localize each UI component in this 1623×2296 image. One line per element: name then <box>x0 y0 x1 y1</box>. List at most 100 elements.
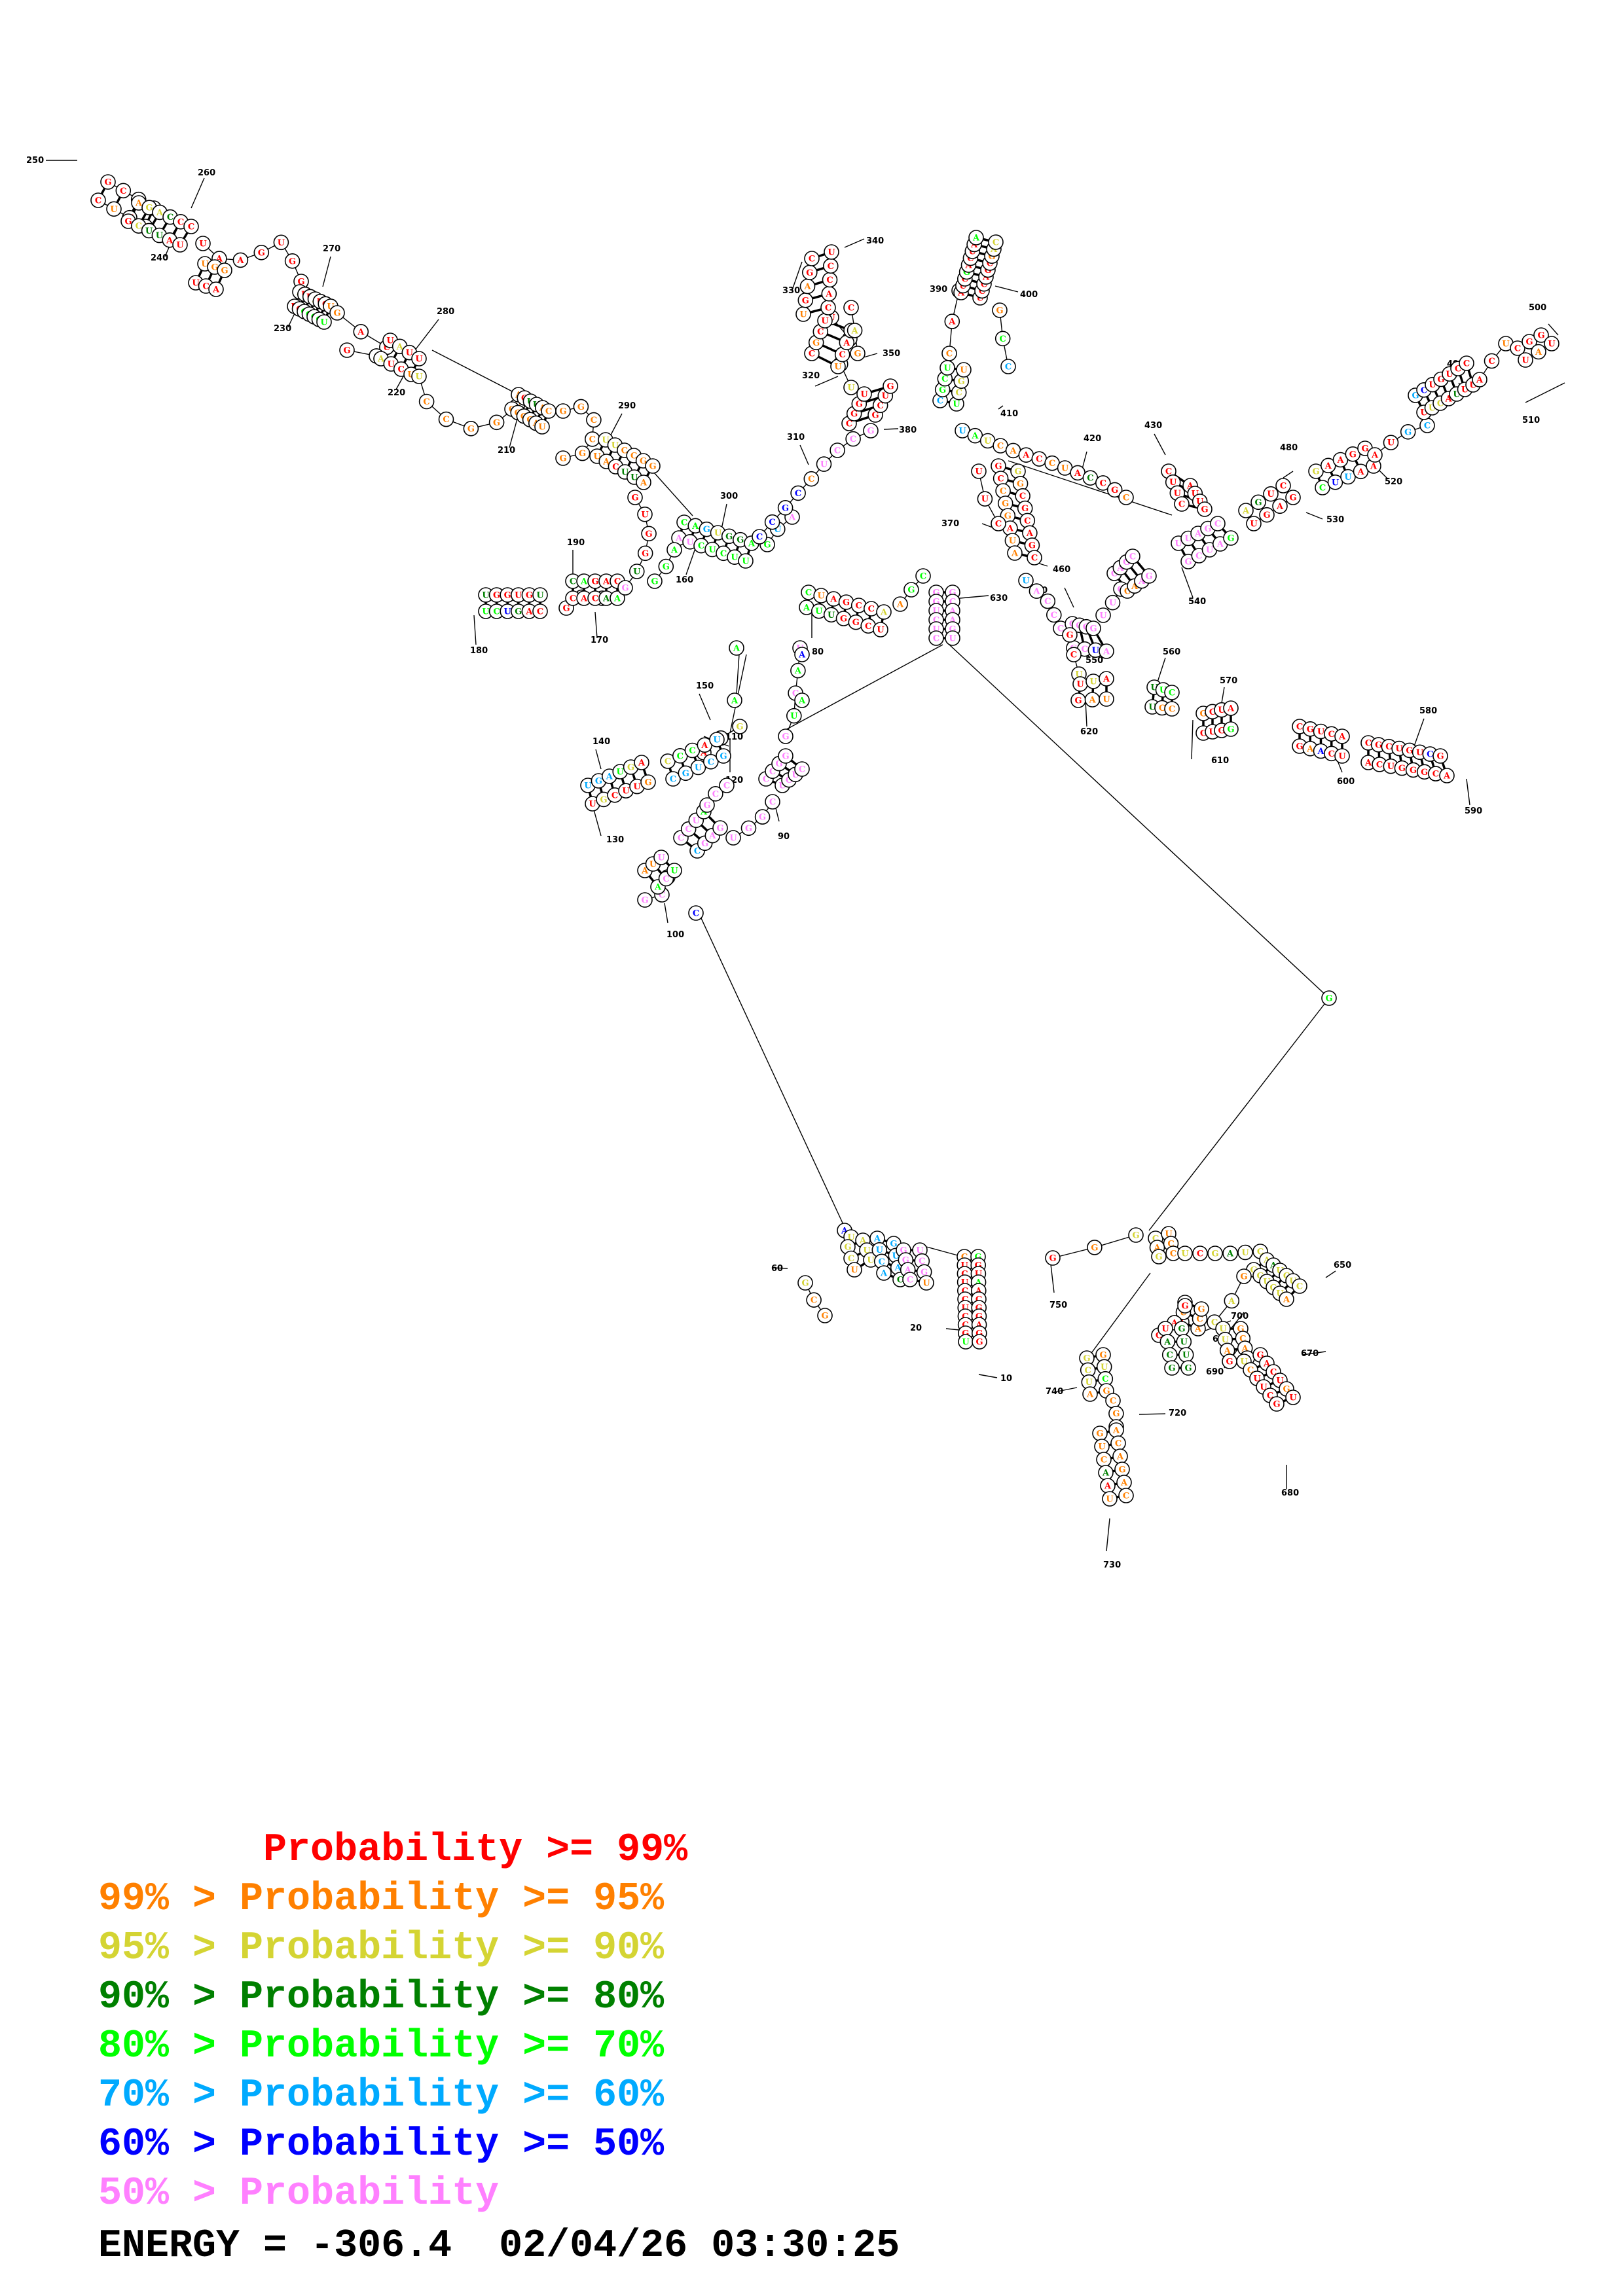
svg-text:A: A <box>830 595 837 605</box>
svg-text:C: C <box>834 446 841 456</box>
position-tick <box>1085 700 1087 727</box>
svg-text:C: C <box>681 518 687 528</box>
svg-text:G: G <box>1197 1305 1205 1315</box>
svg-text:A: A <box>675 534 683 544</box>
svg-text:G: G <box>343 346 350 356</box>
nucleotide: C <box>719 778 735 793</box>
base-pair-bond <box>1007 479 1014 483</box>
svg-text:C: C <box>799 765 805 775</box>
position-number: 500 <box>1529 303 1546 313</box>
nucleotide: C <box>1105 1393 1121 1408</box>
base-pair-bond <box>1012 503 1019 508</box>
svg-text:A: A <box>1371 451 1379 461</box>
svg-text:G: G <box>1014 467 1021 477</box>
nucleotide: C <box>1027 550 1042 565</box>
svg-text:U: U <box>1099 611 1107 621</box>
svg-text:A: A <box>1283 1295 1290 1305</box>
base-pair-bond <box>816 266 824 272</box>
svg-text:G: G <box>763 541 771 550</box>
nucleotide: A <box>697 737 713 753</box>
nucleotide: G <box>997 495 1013 511</box>
nucleotide: A <box>1272 498 1288 514</box>
nucleotide: U <box>1263 486 1279 502</box>
nucleotide: G <box>972 1334 987 1350</box>
nucleotide: C <box>1118 1488 1134 1503</box>
nucleotide: C <box>820 300 836 315</box>
base-pair-bond <box>968 293 974 297</box>
svg-text:C: C <box>1102 1374 1108 1384</box>
nucleotide: U <box>738 553 754 569</box>
nucleotides: GCCGCUUCAGACCCGCUUAUUAAGUGGUGGUCAAUUAUCU… <box>90 174 1559 1507</box>
base-pair-bond <box>1010 492 1016 495</box>
position-number: 650 <box>1334 1261 1351 1270</box>
svg-text:G: G <box>736 723 743 732</box>
nucleotide: C <box>988 234 1004 250</box>
nucleotide: A <box>1472 372 1487 387</box>
nucleotide: G <box>1250 494 1266 511</box>
position-tick <box>1302 1351 1326 1355</box>
svg-text:A: A <box>602 594 610 604</box>
base-pair-bond <box>826 333 841 341</box>
svg-text:C: C <box>708 757 714 767</box>
svg-text:G: G <box>221 266 228 276</box>
svg-text:C: C <box>1024 516 1030 526</box>
nucleotide: U <box>1178 1347 1194 1363</box>
base-pair-bond <box>1269 1382 1274 1386</box>
nucleotide: G <box>1151 1249 1167 1265</box>
nucleotide: C <box>843 300 859 315</box>
nucleotide: A <box>944 314 960 329</box>
svg-text:G: G <box>782 752 789 762</box>
base-pair-bond <box>810 308 822 314</box>
svg-text:A: A <box>1443 772 1451 781</box>
svg-text:C: C <box>611 791 618 800</box>
svg-text:U: U <box>860 390 868 400</box>
svg-text:U: U <box>538 423 546 433</box>
base-pair-bond <box>599 445 604 451</box>
base-pair-bond <box>881 619 884 623</box>
nucleotide: A <box>1100 1478 1116 1494</box>
position-number: 280 <box>437 307 454 317</box>
nucleotide: G <box>1106 482 1123 498</box>
svg-text:A: A <box>843 338 850 348</box>
base-pair-bond <box>866 397 879 403</box>
svg-text:U: U <box>1332 478 1340 488</box>
svg-text:U: U <box>1181 1249 1189 1259</box>
nucleotide: U <box>1057 460 1073 476</box>
nucleotide: G <box>716 748 731 764</box>
base-pair-bond <box>979 251 985 256</box>
base-pair-bond <box>1451 380 1455 388</box>
nucleotide: A <box>1082 1386 1098 1402</box>
svg-text:U: U <box>388 360 395 370</box>
svg-text:C: C <box>979 287 985 296</box>
svg-text:U: U <box>729 834 737 844</box>
nucleotide: U <box>1087 642 1104 658</box>
position-tick <box>1230 1312 1245 1329</box>
position-number: 480 <box>1280 443 1298 453</box>
nucleotide: U <box>873 622 888 637</box>
base-pair-bond <box>970 286 976 291</box>
position-tick <box>1283 471 1294 478</box>
svg-text:G: G <box>211 263 218 273</box>
svg-text:U: U <box>584 781 592 791</box>
svg-text:C: C <box>698 541 704 551</box>
svg-text:A: A <box>580 577 588 587</box>
position-number: 240 <box>151 253 168 263</box>
svg-text:A: A <box>1163 1338 1171 1348</box>
time-stamp: 03:30:25 <box>711 2224 900 2269</box>
nucleotide: U <box>629 564 645 579</box>
svg-text:C: C <box>1044 597 1051 607</box>
svg-text:C: C <box>987 259 993 268</box>
nucleotide: C <box>1031 451 1048 467</box>
svg-text:C: C <box>795 489 801 499</box>
svg-text:U: U <box>1289 1393 1297 1403</box>
nucleotide: G <box>678 765 694 781</box>
svg-text:C: C <box>1129 552 1136 562</box>
base-pair-bond <box>618 456 623 461</box>
nucleotide: C <box>115 183 132 199</box>
svg-text:G: G <box>1066 631 1073 641</box>
svg-text:G: G <box>1289 493 1296 503</box>
svg-text:U: U <box>1103 695 1110 705</box>
nucleotide: C <box>90 192 106 208</box>
base-pair-bond <box>1263 1373 1267 1377</box>
svg-text:G: G <box>720 752 727 762</box>
